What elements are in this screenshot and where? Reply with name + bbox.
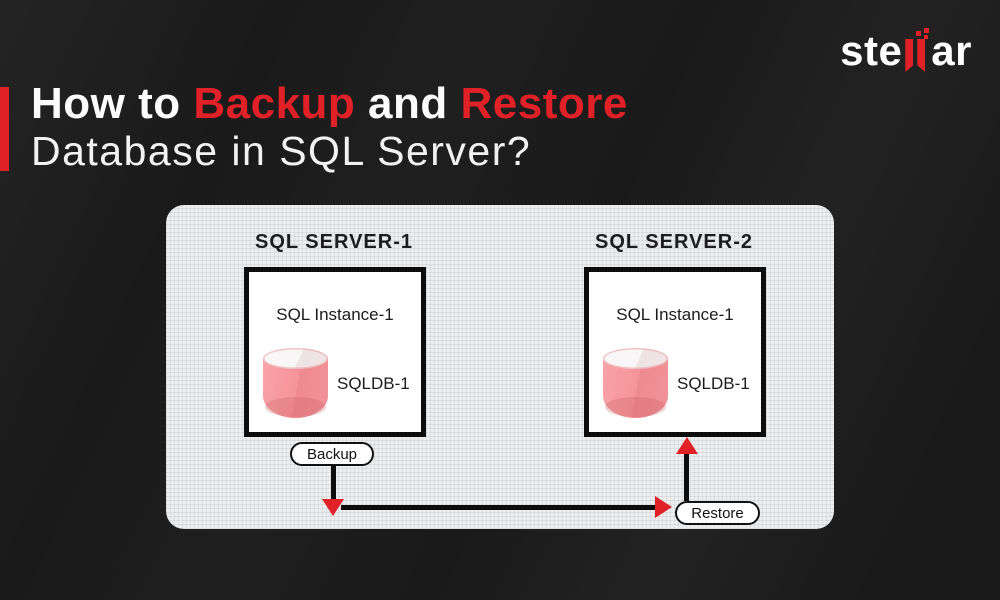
logo-double-l-icon xyxy=(903,28,930,72)
logo-text-post: ar xyxy=(931,27,972,74)
page-title: How to Backup and Restore Database in SQ… xyxy=(31,79,628,176)
database-icon-top xyxy=(263,348,328,369)
restore-label-pill: Restore xyxy=(675,501,760,525)
database-icon xyxy=(603,348,668,418)
title-line-2: Database in SQL Server? xyxy=(31,128,532,175)
server2-heading: SQL SERVER-2 xyxy=(595,231,753,253)
logo-bar-right xyxy=(917,39,926,72)
logo-dot-icon xyxy=(924,28,930,33)
server2-box: SQL Instance-1 SQLDB-1 xyxy=(584,267,766,437)
title-segment-highlight: Restore xyxy=(460,79,628,128)
server2-db-label: SQLDB-1 xyxy=(677,374,750,393)
server1-instance-label: SQL Instance-1 xyxy=(276,305,394,324)
arrowhead-down-icon xyxy=(322,499,344,516)
backup-label-pill: Backup xyxy=(290,442,374,466)
database-icon-top xyxy=(603,348,668,369)
flow-line-horizontal xyxy=(341,505,655,510)
server1-db-label: SQLDB-1 xyxy=(337,374,410,393)
database-icon xyxy=(263,348,328,418)
logo-bar-left xyxy=(905,39,914,72)
backup-flow-line-vertical xyxy=(331,466,336,500)
arrowhead-up-icon xyxy=(676,437,698,454)
title-segment: How to xyxy=(31,79,194,128)
diagram-panel: SQL SERVER-1 SQL SERVER-2 SQL Instance-1… xyxy=(166,205,834,529)
server1-heading: SQL SERVER-1 xyxy=(255,231,413,253)
title-accent-bar xyxy=(0,87,9,171)
server2-instance-label: SQL Instance-1 xyxy=(616,305,734,324)
logo-dot-icon xyxy=(916,31,922,36)
stellar-logo: ste ar xyxy=(840,27,972,74)
title-line-1: How to Backup and Restore xyxy=(31,79,628,128)
title-segment-highlight: Backup xyxy=(193,79,356,128)
logo-text-pre: ste xyxy=(840,27,903,74)
title-segment: and xyxy=(355,79,461,128)
arrowhead-right-icon xyxy=(655,496,672,518)
logo-dot-icon xyxy=(924,35,929,39)
restore-flow-line-vertical xyxy=(684,454,689,501)
server1-box: SQL Instance-1 SQLDB-1 xyxy=(244,267,426,437)
